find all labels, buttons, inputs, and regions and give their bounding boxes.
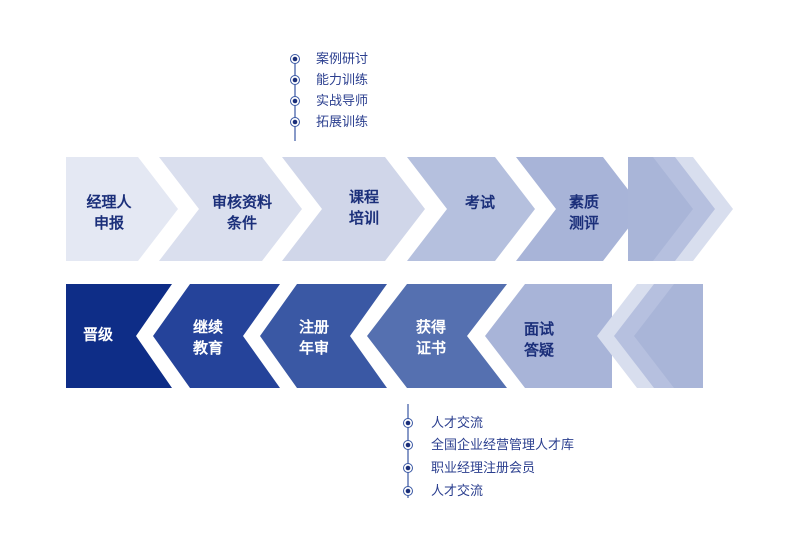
step-certificate — [367, 284, 507, 388]
step-education — [153, 284, 280, 388]
step-apply — [66, 157, 178, 261]
certificate-item: 职业经理注册会员 — [431, 461, 536, 476]
step-label: 继续教育 — [192, 318, 224, 357]
step-label: 注册年审 — [298, 318, 330, 357]
step-promotion — [66, 284, 172, 388]
arrow-deco-b3 — [597, 284, 662, 388]
bottom-row — [66, 284, 703, 388]
step-registration — [260, 284, 387, 388]
arrow-deco-2 — [645, 157, 715, 261]
certificate-item: 全国企业经营管理人才库 — [431, 438, 575, 453]
step-exam — [407, 157, 535, 261]
step-label: 晋级 — [82, 325, 114, 344]
step-review — [159, 157, 302, 261]
step-label: 审核资料条件 — [211, 193, 273, 232]
arrow-deco-b2 — [614, 284, 680, 388]
top-row — [66, 157, 733, 261]
training-bullets — [290, 54, 300, 141]
training-item: 实战导师 — [316, 94, 369, 109]
step-label: 面试答疑 — [523, 320, 555, 359]
training-item: 拓展训练 — [316, 115, 369, 130]
step-assessment — [516, 157, 643, 261]
step-label: 获得证书 — [415, 318, 447, 357]
step-label: 素质测评 — [568, 193, 600, 232]
arrow-deco-3 — [660, 157, 733, 261]
certificate-bullets — [403, 404, 413, 498]
step-label: 课程培训 — [348, 188, 380, 227]
certificate-item: 人才交流 — [431, 484, 484, 499]
training-item: 案例研讨 — [316, 52, 369, 67]
arrow-deco-1 — [628, 157, 693, 261]
step-label: 考试 — [464, 193, 496, 212]
certificate-item: 人才交流 — [431, 416, 484, 431]
training-item: 能力训练 — [316, 73, 369, 88]
step-training — [282, 157, 425, 261]
step-interview — [485, 284, 612, 388]
arrow-deco-b1 — [634, 284, 703, 388]
step-label: 经理人申报 — [86, 193, 132, 232]
